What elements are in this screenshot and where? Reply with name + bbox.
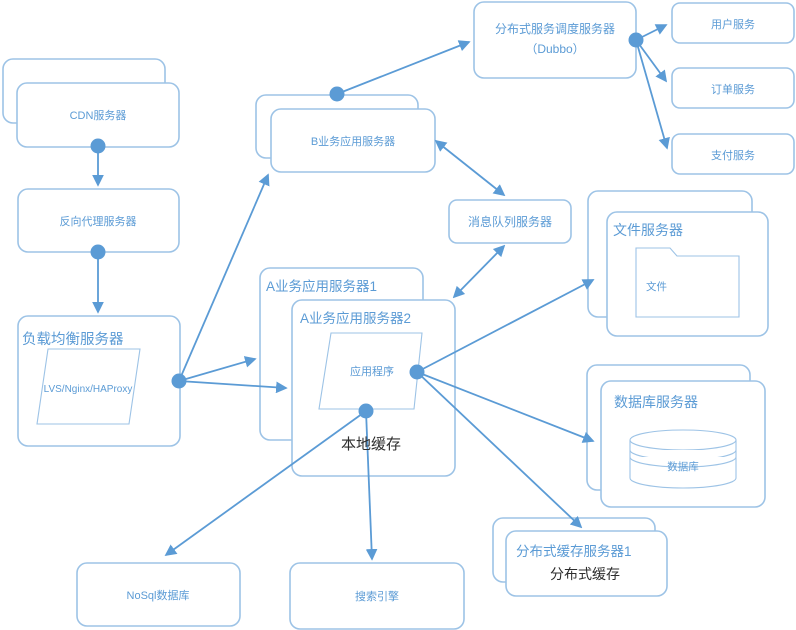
folder-icon: [635, 247, 740, 318]
application-label: 应用程序: [350, 364, 394, 378]
user-service-label: 用户服务: [711, 17, 755, 31]
app-a2-server-title: A业务应用服务器2: [300, 310, 411, 326]
file-server-title: 文件服务器: [613, 222, 683, 238]
edge-lb-to-app-a1: [178, 356, 257, 382]
dubbo-scheduler-box: [473, 1, 637, 79]
reverse-proxy-label: 反向代理服务器: [60, 214, 137, 228]
dot-application-bottom: [358, 403, 374, 419]
cdn-server-label: CDN服务器: [70, 109, 127, 122]
dubbo-scheduler-label-line1: 分布式服务调度服务器: [495, 21, 615, 36]
dist-cache-box: [505, 530, 668, 597]
edge-app-b-to-dubbo: [336, 40, 471, 95]
local-cache-note: 本地缓存: [341, 436, 401, 453]
nosql-db-label: NoSql数据库: [127, 588, 190, 602]
db-server-title: 数据库服务器: [614, 394, 698, 410]
dot-lb-right: [171, 373, 187, 389]
database-cylinder-icon: [629, 429, 737, 489]
app-a1-server-title: A业务应用服务器1: [266, 278, 377, 294]
user-service-box: [671, 2, 795, 44]
edge-lb-to-app-b: [178, 173, 270, 382]
load-balancer-title: 负载均衡服务器: [22, 331, 124, 348]
search-engine-box: [289, 562, 465, 630]
message-queue-label: 消息队列服务器: [468, 214, 552, 229]
edge-lb-to-app-a2: [178, 380, 288, 394]
edge-app-to-db: [416, 371, 595, 443]
order-service-box: [671, 67, 795, 109]
dist-cache-title: 分布式缓存服务器1: [516, 544, 632, 559]
application-parallelogram: [318, 332, 423, 410]
database-label: 数据库: [667, 460, 699, 473]
edge-app-b-mq: [434, 139, 506, 197]
lvs-nginx-haproxy-label: LVS/Nginx/HAProxy: [44, 384, 133, 395]
message-queue-box: [448, 199, 572, 244]
edge-cache-to-search: [365, 410, 378, 561]
dot-dubbo-right: [628, 32, 644, 48]
lvs-parallelogram: [36, 348, 141, 425]
search-engine-label: 搜索引擎: [355, 589, 399, 603]
app-b-server-label: B业务应用服务器: [311, 134, 395, 148]
edge-cache-to-nosql: [164, 410, 367, 557]
payment-service-label: 支付服务: [711, 149, 755, 162]
dot-proxy-bottom: [90, 244, 106, 260]
order-service-label: 订单服务: [711, 83, 755, 96]
nosql-db-box: [76, 562, 241, 627]
dist-cache-note: 分布式缓存: [550, 566, 620, 582]
edge-app-a2-mq: [452, 244, 506, 299]
payment-service-box: [671, 133, 795, 175]
dubbo-scheduler-label-line2: （Dubbo）: [525, 42, 584, 56]
dot-application-right: [409, 364, 425, 380]
edge-app-to-cache: [416, 371, 583, 529]
file-label: 文件: [646, 280, 667, 293]
edge-app-to-file: [416, 279, 595, 373]
dot-cdn-bottom: [90, 138, 106, 154]
edge-dubbo-to-payment: [635, 39, 670, 150]
edge-dubbo-to-order: [635, 39, 668, 83]
dot-app-b-top: [329, 86, 345, 102]
